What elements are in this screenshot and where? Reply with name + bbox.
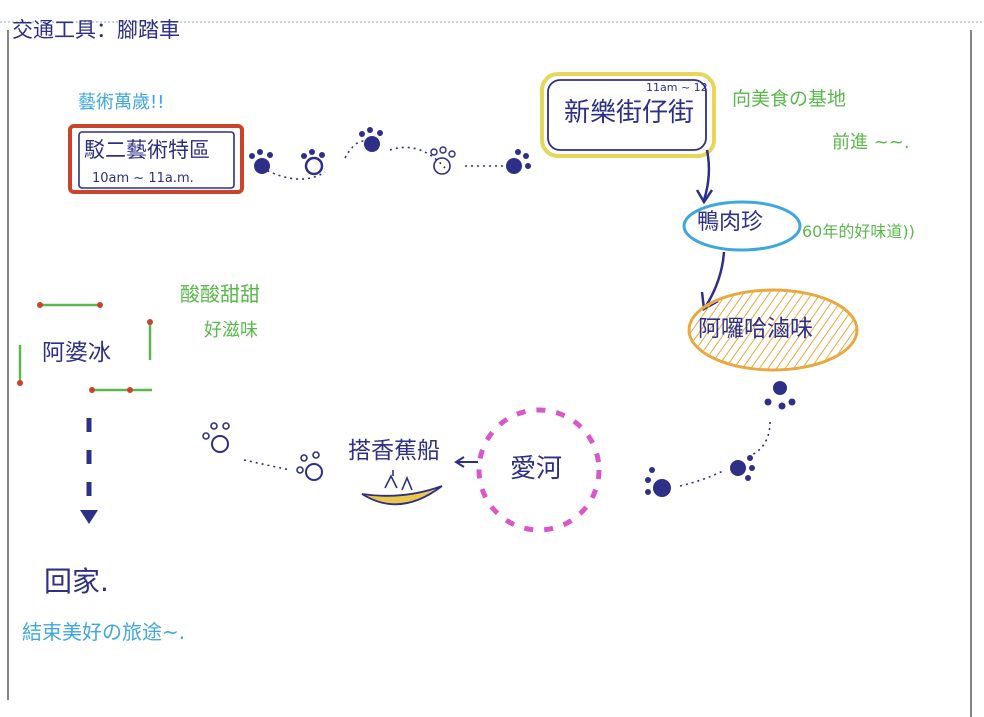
home-note: 結束美好の旅途~. bbox=[22, 620, 186, 644]
paw-print-5 bbox=[506, 149, 531, 174]
dotted-paths bbox=[243, 140, 771, 487]
paw-print-4 bbox=[430, 146, 456, 175]
arrow-to-banana-head bbox=[454, 456, 465, 468]
banana-riders bbox=[384, 470, 413, 491]
xinle-frame-yellow bbox=[540, 72, 716, 158]
arrow-to-duck-head bbox=[695, 189, 714, 205]
pier2-frame-outer bbox=[68, 124, 244, 194]
paw-print-2 bbox=[301, 149, 325, 176]
arrow-to-aluoha bbox=[704, 251, 726, 307]
loveriver-circle bbox=[476, 407, 602, 533]
paw-print-7 bbox=[730, 455, 755, 481]
xinle-frame-navy bbox=[547, 79, 707, 151]
apo-note-line1: 酸酸甜甜 bbox=[180, 282, 260, 306]
xinle-note-line2: 前進 ~~. bbox=[832, 132, 910, 153]
arrow-to-duck bbox=[702, 149, 711, 201]
loveriver-name: 愛河 bbox=[510, 454, 563, 484]
paw-print-6 bbox=[764, 381, 796, 410]
paw-print-3 bbox=[359, 127, 383, 152]
xinle-note-line1: 向美食の基地 bbox=[732, 88, 847, 110]
transport-heading: 交通工具：腳踏車 bbox=[12, 18, 180, 42]
duck-name: 鴨肉珍 bbox=[697, 210, 764, 235]
apo-brackets bbox=[18, 303, 152, 392]
apo-note-line2: 好滋味 bbox=[204, 320, 258, 341]
aluoha-ellipse bbox=[687, 288, 859, 372]
xinle-time: 11am ~ 12 bbox=[646, 81, 708, 94]
arrow-to-home-head bbox=[80, 510, 98, 524]
banana-name: 搭香蕉船 bbox=[348, 438, 440, 464]
apo-name: 阿婆冰 bbox=[42, 340, 111, 366]
pier2-note: 藝術萬歲!! bbox=[78, 92, 165, 113]
paw-print-9 bbox=[296, 451, 323, 481]
paw-print-10 bbox=[202, 422, 230, 453]
pier2-name: 駁二藝術特區 bbox=[84, 138, 210, 162]
pier2-frame-inner bbox=[78, 131, 235, 189]
duck-note: 60年的好味道)) bbox=[802, 222, 915, 241]
pier2-time: 10am ~ 11a.m. bbox=[92, 171, 194, 186]
duck-ellipse bbox=[682, 200, 802, 252]
apo-bracket-dots bbox=[17, 302, 153, 393]
home-name: 回家. bbox=[44, 565, 109, 598]
banana-boat bbox=[361, 485, 443, 506]
aluoha-name: 阿囉哈滷味 bbox=[698, 316, 813, 342]
xinle-name: 新樂街仔街 bbox=[564, 98, 695, 128]
paw-print-1 bbox=[249, 149, 273, 174]
paw-print-8 bbox=[645, 467, 671, 497]
